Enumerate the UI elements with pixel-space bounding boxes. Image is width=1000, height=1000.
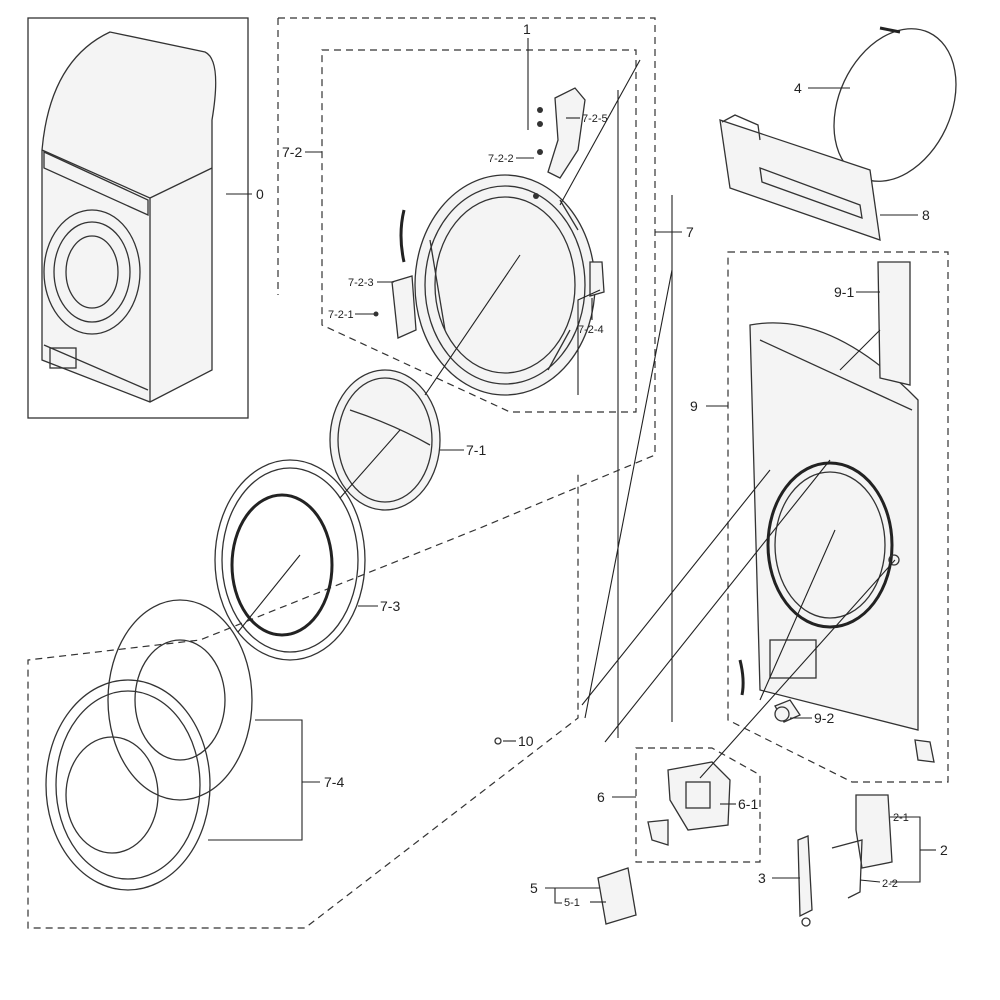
callout-9-1: 9-1 <box>834 284 880 300</box>
callout-5-1: 5-1 <box>564 897 606 909</box>
callout-1: 1 <box>523 21 531 130</box>
label-7-2-3: 7-2-3 <box>348 277 374 289</box>
callout-5: 5 <box>530 880 600 904</box>
latch-7-2-4 <box>589 261 605 297</box>
label-0: 0 <box>256 186 264 202</box>
label-7-2: 7-2 <box>282 144 302 160</box>
control-panel-8 <box>719 114 881 241</box>
harness-3 <box>797 835 813 927</box>
assembly-7-region <box>27 17 656 929</box>
callout-6: 6 <box>597 789 636 805</box>
assembly-0-washer <box>27 17 249 419</box>
label-2-2: 2-2 <box>882 878 898 890</box>
bracket-2-1 <box>855 794 893 869</box>
screw-10 <box>494 737 502 745</box>
label-7-1: 7-1 <box>466 442 486 458</box>
label-2: 2 <box>940 842 948 858</box>
door-cover-7-4 <box>45 599 253 891</box>
label-3: 3 <box>758 870 766 886</box>
callout-7-4: 7-4 <box>208 719 344 841</box>
callout-7-2-5: 7-2-5 <box>566 113 608 125</box>
callout-4: 4 <box>794 80 850 96</box>
callout-7-2: 7-2 <box>282 144 322 160</box>
callout-6-1: 6-1 <box>720 796 758 812</box>
callout-10: 10 <box>503 733 534 749</box>
label-7-2-4: 7-2-4 <box>578 324 604 336</box>
label-6: 6 <box>597 789 605 805</box>
label-2-1: 2-1 <box>893 812 909 824</box>
callout-9: 9 <box>690 398 728 414</box>
callout-8: 8 <box>880 207 930 223</box>
callout-7-1: 7-1 <box>440 442 486 458</box>
door-glass-7-1 <box>329 369 441 511</box>
label-7-3: 7-3 <box>380 598 400 614</box>
label-5-1: 5-1 <box>564 897 580 909</box>
assembly-9-region <box>727 251 949 783</box>
label-7-2-1: 7-2-1 <box>328 309 354 321</box>
callout-3: 3 <box>758 870 800 886</box>
assembly-6-region <box>635 747 761 863</box>
callout-9-2: 9-2 <box>774 706 834 726</box>
hinge-7-2-3 <box>373 209 417 339</box>
label-6-1: 6-1 <box>738 796 758 812</box>
label-9-1: 9-1 <box>834 284 854 300</box>
sheet-5-1 <box>597 867 637 925</box>
label-9-2: 9-2 <box>814 710 834 726</box>
callout-2-2: 2-2 <box>859 878 898 890</box>
label-5: 5 <box>530 880 538 896</box>
callout-7-2-3: 7-2-3 <box>348 277 394 289</box>
callout-2: 2 <box>890 816 948 883</box>
label-4: 4 <box>794 80 802 96</box>
hinge-7-2-5 <box>533 87 586 199</box>
label-9: 9 <box>690 398 698 414</box>
callout-7-2-4: 7-2-4 <box>578 298 604 336</box>
callout-0: 0 <box>226 186 264 202</box>
front-panel-9 <box>738 261 935 763</box>
label-10: 10 <box>518 733 534 749</box>
door-ring-7-3 <box>214 459 366 661</box>
bracket-6-1 <box>647 761 731 846</box>
callout-7-2-2: 7-2-2 <box>488 153 534 165</box>
label-7-2-5: 7-2-5 <box>582 113 608 125</box>
label-7-2-2: 7-2-2 <box>488 153 514 165</box>
callout-2-1: 2-1 <box>893 812 909 824</box>
label-8: 8 <box>922 207 930 223</box>
projection-lines <box>237 59 896 779</box>
label-1: 1 <box>523 21 531 37</box>
callout-7-3: 7-3 <box>358 598 400 614</box>
door-frame-7-2 <box>414 174 596 396</box>
label-7: 7 <box>686 224 694 240</box>
callout-7: 7 <box>655 224 694 240</box>
callout-7-2-1: 7-2-1 <box>328 309 374 321</box>
bracket-2-2 <box>831 839 863 899</box>
label-7-4: 7-4 <box>324 774 344 790</box>
